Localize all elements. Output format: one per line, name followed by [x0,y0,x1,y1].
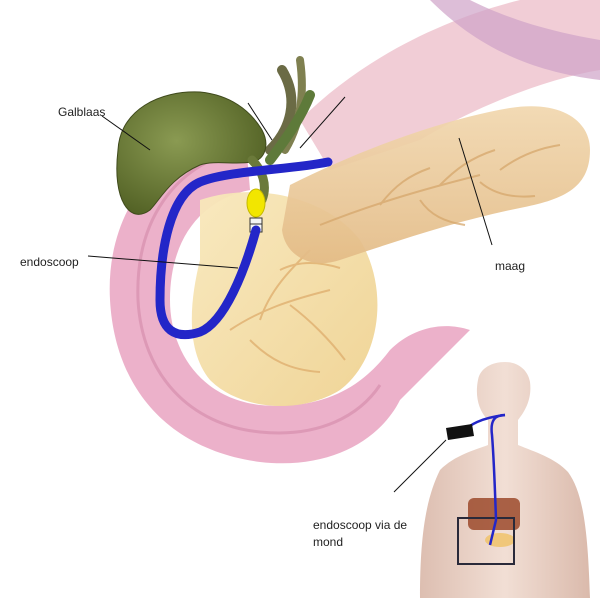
bile-ducts [270,60,310,160]
label-endoscope-via-mouth: endoscoop via de mond [313,517,423,551]
inset-body [420,362,590,598]
label-stomach: maag [495,258,525,275]
label-endoscope: endoscoop [20,254,79,271]
label-gallbladder: Galblaas [58,104,105,121]
inset-pancreas [485,533,515,547]
inset-endoscope-handle [446,424,474,440]
